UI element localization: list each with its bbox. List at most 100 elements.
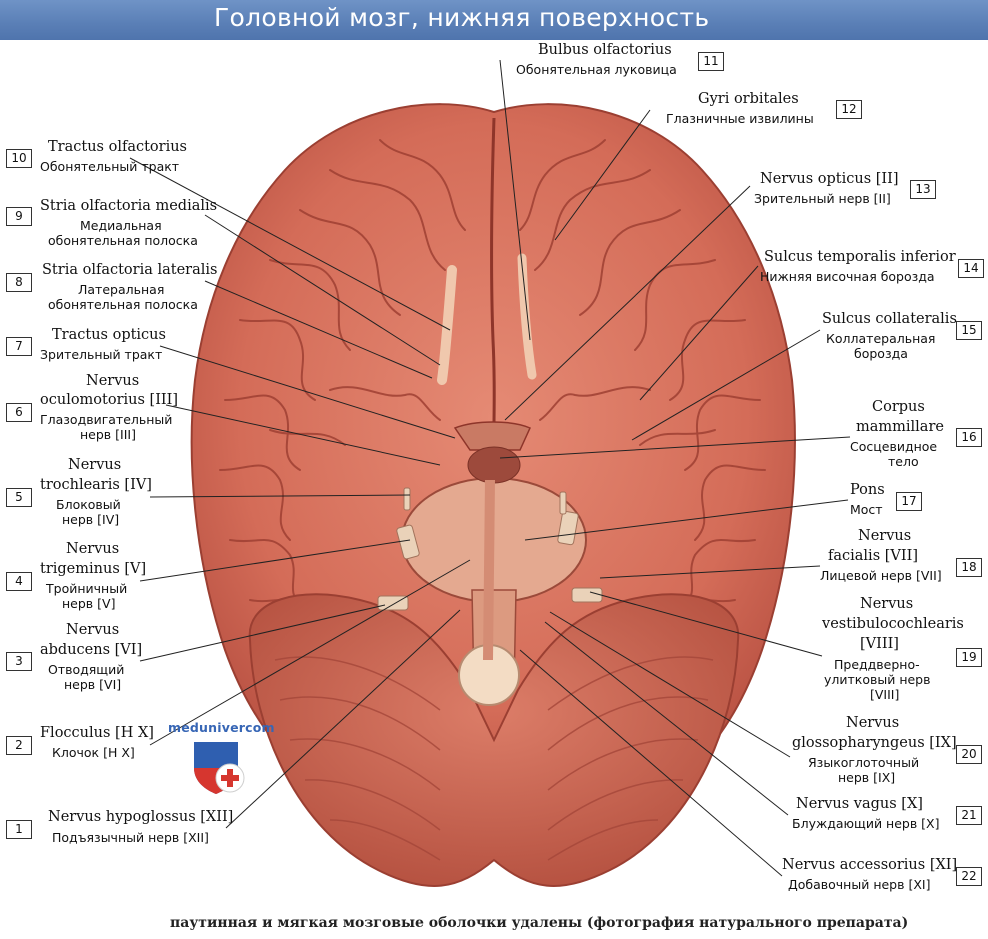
label-russian-16b: тело: [888, 454, 919, 469]
label-latin-16a: Corpus: [872, 399, 925, 415]
medical-cross-shield-icon: [194, 742, 245, 794]
label-russian-19b: улитковый нерв: [824, 672, 931, 687]
optic-chiasm: [453, 421, 531, 451]
label-latin-18a: Nervus: [858, 528, 912, 544]
label-latin-10: Tractus olfactorius: [48, 139, 187, 155]
basilar-artery: [483, 479, 495, 661]
cerebellum: [248, 593, 740, 887]
label-latin-2: Flocculus [H X]: [40, 725, 154, 741]
label-russian-4a: Тройничный: [46, 581, 128, 596]
figure-caption: паутинная и мягкая мозговые оболочки уда…: [170, 915, 909, 931]
label-russian-22: Добавочный нерв [XI]: [788, 877, 931, 892]
label-russian-19c: [VIII]: [870, 687, 900, 702]
cerebellar-folia: [274, 656, 714, 861]
label-russian-19a: Преддверно-: [834, 657, 920, 672]
label-number-16: 16: [956, 428, 982, 447]
label-russian-14: Нижняя височная борозда: [760, 269, 935, 284]
label-russian-21: Блуждающий нерв [X]: [792, 816, 940, 831]
label-russian-7: Зрительный тракт: [40, 347, 163, 362]
label-russian-6b: нерв [III]: [80, 427, 136, 442]
label-russian-17: Мост: [850, 502, 883, 517]
label-latin-7: Tractus opticus: [52, 327, 166, 343]
leader-lines: [129, 59, 851, 877]
mammillary-bodies: [467, 446, 521, 484]
label-russian-5b: нерв [IV]: [62, 512, 120, 527]
label-russian-13: Зрительный нерв [II]: [754, 191, 891, 206]
label-latin-16b: mammillare: [856, 419, 944, 435]
label-latin-6a: Nervus: [86, 373, 140, 389]
label-russian-11: Обонятельная луковица: [516, 62, 677, 77]
label-number-18: 18: [956, 558, 982, 577]
label-latin-14: Sulcus temporalis inferior: [764, 249, 956, 265]
label-latin-3b: abducens [VI]: [40, 642, 143, 658]
label-latin-11: Bulbus olfactorius: [538, 42, 672, 58]
label-number-15: 15: [956, 321, 982, 340]
label-number-12: 12: [836, 100, 862, 119]
label-russian-3b: нерв [VI]: [64, 677, 122, 692]
label-number-11: 11: [698, 52, 724, 71]
label-latin-19c: [VIII]: [860, 636, 899, 652]
label-russian-2: Клочок [H X]: [52, 745, 135, 760]
label-russian-8b: обонятельная полоска: [48, 297, 198, 312]
label-latin-13: Nervus opticus [II]: [760, 171, 899, 187]
label-russian-9a: Медиальная: [80, 218, 162, 233]
label-number-7: 7: [6, 337, 32, 356]
label-russian-8a: Латеральная: [78, 282, 165, 297]
label-latin-3a: Nervus: [66, 622, 120, 638]
label-latin-21: Nervus vagus [X]: [796, 796, 923, 812]
label-number-3: 3: [6, 652, 32, 671]
label-latin-20b: glossopharyngeus [IX]: [792, 735, 957, 751]
label-number-1: 1: [6, 820, 32, 839]
label-number-8: 8: [6, 273, 32, 292]
label-latin-5b: trochlearis [IV]: [40, 477, 152, 493]
label-number-6: 6: [6, 403, 32, 422]
label-latin-22: Nervus accessorius [XI]: [782, 857, 958, 873]
label-latin-18b: facialis [VII]: [828, 548, 918, 564]
label-latin-9: Stria olfactoria medialis: [40, 198, 218, 214]
longitudinal-fissure: [489, 117, 496, 426]
label-number-20: 20: [956, 745, 982, 764]
label-number-22: 22: [956, 867, 982, 886]
label-latin-19b: vestibulocochlearis: [822, 616, 964, 632]
gyri-texture: [219, 139, 766, 616]
title-bar: Головной мозг, нижняя поверхность: [0, 0, 988, 40]
olfactory-tract-left: [437, 265, 457, 385]
label-number-9: 9: [6, 207, 32, 226]
label-latin-5a: Nervus: [68, 457, 122, 473]
label-number-4: 4: [6, 572, 32, 591]
page-title: Головной мозг, нижняя поверхность: [214, 3, 710, 32]
label-latin-19a: Nervus: [860, 596, 914, 612]
label-russian-12: Глазничные извилины: [666, 111, 814, 126]
label-russian-3a: Отводящий: [48, 662, 125, 677]
label-russian-4b: нерв [V]: [62, 596, 116, 611]
label-russian-5a: Блоковый: [56, 497, 121, 512]
label-russian-9b: обонятельная полоска: [48, 233, 198, 248]
label-latin-4b: trigeminus [V]: [40, 561, 147, 577]
label-number-13: 13: [910, 180, 936, 199]
label-latin-15: Sulcus collateralis: [822, 311, 957, 327]
label-russian-6a: Глазодвигательный: [40, 412, 173, 427]
label-number-17: 17: [896, 492, 922, 511]
label-number-14: 14: [958, 259, 984, 278]
label-russian-15a: Коллатеральная: [826, 331, 936, 346]
label-latin-1: Nervus hypoglossus [XII]: [48, 809, 234, 825]
label-russian-20b: нерв [IX]: [838, 770, 896, 785]
label-number-2: 2: [6, 736, 32, 755]
label-russian-18: Лицевой нерв [VII]: [820, 568, 942, 583]
label-latin-20a: Nervus: [846, 715, 900, 731]
label-number-21: 21: [956, 806, 982, 825]
label-latin-8: Stria olfactoria lateralis: [42, 262, 218, 278]
watermark-text: medunivercom: [168, 720, 275, 735]
label-latin-17: Pons: [850, 482, 885, 498]
label-latin-12: Gyri orbitales: [698, 91, 799, 107]
label-russian-15b: борозда: [854, 346, 908, 361]
label-number-19: 19: [956, 648, 982, 667]
label-number-10: 10: [6, 149, 32, 168]
label-number-5: 5: [6, 488, 32, 507]
label-russian-16a: Сосцевидное: [850, 439, 938, 454]
label-latin-4a: Nervus: [66, 541, 120, 557]
nerve-roots: [377, 487, 603, 611]
label-russian-1: Подъязычный нерв [XII]: [52, 830, 209, 845]
label-russian-20a: Языкоглоточный: [808, 755, 920, 770]
